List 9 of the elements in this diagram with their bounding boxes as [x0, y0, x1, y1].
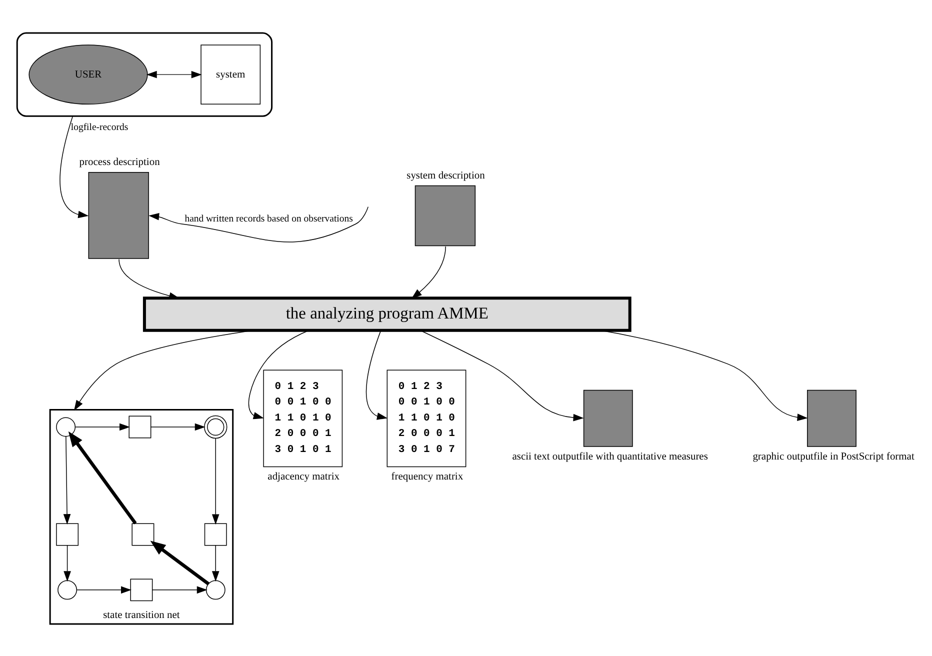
- edge-label: logfile-records: [70, 121, 128, 132]
- edge-label: hand written records based on observations: [184, 212, 353, 224]
- node-label: graphic outputfile in PostScript format: [752, 450, 914, 462]
- node-label: state transition net: [103, 610, 180, 621]
- node-label: system description: [406, 170, 485, 181]
- node-label: adjacency matrix: [268, 471, 340, 482]
- node-label: ascii text outputfile with quantitative measures: [512, 450, 708, 462]
- node-label: frequency matrix: [391, 471, 464, 482]
- node-label: process description: [79, 156, 160, 168]
